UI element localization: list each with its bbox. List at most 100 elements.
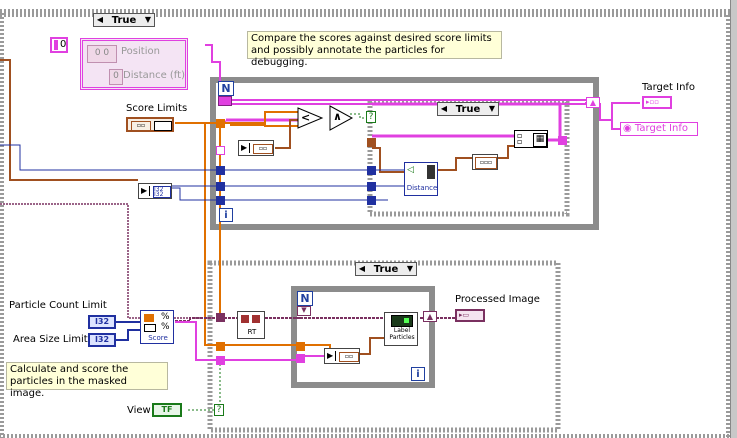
- auto-index-output-icon: ▲: [586, 97, 600, 108]
- array-bracket-icon: [154, 121, 172, 131]
- case-selector-label: True: [111, 14, 137, 26]
- case-selector-label: True: [455, 103, 481, 115]
- fixed-wire-bottom: [220, 344, 340, 353]
- dropdown-arrow-icon[interactable]: ▼: [488, 104, 496, 113]
- less-than-symbol: <: [301, 111, 311, 124]
- index-marker-icon: [54, 40, 58, 50]
- for-loop-bottom-border: [291, 286, 435, 388]
- case-selector-terminal-bottom: ?: [214, 404, 224, 416]
- tunnel-int-1: [216, 166, 225, 175]
- decrement-arrow-icon[interactable]: ◀: [440, 104, 448, 113]
- input-stack-icon: ▫▫: [517, 131, 523, 146]
- distance-subvi[interactable]: ◁ Distance: [404, 162, 438, 196]
- image-icon: [252, 315, 260, 323]
- tunnel-fixed-loop: [296, 342, 305, 351]
- and-symbol: ∧: [333, 110, 342, 123]
- int-wire-1: [0, 144, 220, 171]
- image-wire: [0, 203, 220, 319]
- unbundle-node-bottom[interactable]: ▶ ▫▫: [324, 348, 360, 364]
- tunnel-inner-out: [558, 136, 567, 145]
- target-info-property-label: Target Info: [634, 123, 688, 134]
- percent-icon: %: [161, 322, 170, 332]
- target-info-label: Target Info: [642, 82, 696, 93]
- tunnel-fixed: [216, 119, 225, 128]
- comment-bottom: Calculate and score the particles in the…: [6, 362, 168, 399]
- distance-label: Distance (ft): [123, 70, 185, 81]
- processed-image-indicator[interactable]: ▸▭: [455, 309, 485, 322]
- position-label: Position: [121, 46, 160, 57]
- loop-count-N-icon: N: [297, 291, 313, 306]
- score-subvi[interactable]: % % Score: [140, 310, 174, 344]
- rt-subvi[interactable]: RT: [237, 311, 265, 339]
- brown-wire-left: [0, 59, 138, 181]
- area-size-limit-control[interactable]: I32: [88, 333, 116, 347]
- case-selector-terminal: ?: [366, 111, 376, 123]
- cluster-constant[interactable]: 0 0 Position 0 Distance (ft): [80, 38, 188, 90]
- arrow-right-icon: ▶: [241, 143, 250, 153]
- score-limits-control[interactable]: ▫▫: [126, 117, 174, 132]
- distance-value[interactable]: 0: [109, 69, 123, 85]
- int-wire-2: [172, 185, 222, 201]
- case-selector-main[interactable]: ◀ True ▼: [93, 13, 155, 27]
- label-particles-subvi[interactable]: Label Particles: [384, 312, 418, 346]
- boolean-wire-view: [188, 360, 221, 411]
- loop-iteration-i-icon: i: [411, 367, 425, 381]
- tunnel-int-3: [216, 196, 225, 205]
- percent-icon: %: [161, 312, 170, 322]
- loop-count-N-icon: N: [218, 81, 234, 96]
- image-icon: [241, 315, 249, 323]
- array-index-box[interactable]: 0: [50, 37, 68, 53]
- target-info-indicator-terminal[interactable]: ▸▫▫: [642, 96, 672, 109]
- label-particles-subvi-label: Label Particles: [389, 327, 415, 341]
- index-tunnel-icon: ▼: [297, 306, 311, 316]
- rt-subvi-label: RT: [247, 328, 257, 336]
- particle-count-limit-control[interactable]: I32: [88, 315, 116, 329]
- decrement-arrow-icon[interactable]: ◀: [358, 264, 366, 273]
- cluster-icon: ▫▫: [253, 144, 273, 154]
- tunnel-fixed-bottom: [216, 342, 225, 351]
- score-swatch-icon: [144, 314, 154, 322]
- view-boolean-control[interactable]: TF: [152, 403, 182, 417]
- build-array-node[interactable]: ▫▫ ▦: [514, 130, 548, 148]
- tunnel-cluster: [216, 146, 225, 155]
- tunnel-cluster-bottom: [216, 356, 225, 365]
- dropdown-arrow-icon[interactable]: ▼: [144, 15, 152, 24]
- distance-subvi-label: Distance: [406, 184, 438, 192]
- case-selector-inner[interactable]: ◀ True ▼: [437, 102, 499, 116]
- display-icon: [391, 315, 413, 327]
- window-right-border: [730, 0, 737, 438]
- auto-index-output-icon: ▲: [423, 311, 437, 322]
- bundle-node-inner[interactable]: ▫▫▫: [472, 154, 498, 170]
- comment-top: Compare the scores against desired score…: [247, 31, 502, 68]
- particle-count-limit-label: Particle Count Limit: [9, 300, 107, 311]
- target-info-property-node[interactable]: ◉ Target Info: [620, 122, 698, 136]
- case-selector-bottom[interactable]: ◀ True ▼: [355, 262, 417, 276]
- globe-icon: ◉: [623, 123, 632, 134]
- score-limits-label: Score Limits: [126, 103, 188, 114]
- decrement-arrow-icon[interactable]: ◀: [96, 15, 104, 24]
- dropdown-arrow-icon[interactable]: ▼: [406, 264, 414, 273]
- score-subvi-label: Score: [148, 334, 168, 342]
- position-value[interactable]: 0 0: [87, 45, 117, 63]
- unbundle-node[interactable]: ▶ ▫▫: [238, 140, 274, 156]
- inner-case-frame-border: [367, 99, 570, 217]
- processed-image-label: Processed Image: [455, 294, 540, 305]
- arrow-right-icon: ▶: [327, 351, 336, 361]
- tunnel-cluster-loop: [296, 354, 305, 363]
- box-icon: [144, 324, 156, 332]
- loop-iteration-i-icon: i: [219, 208, 233, 222]
- area-size-limit-label: Area Size Limit: [13, 334, 88, 345]
- brown-wire-distance: [372, 147, 472, 173]
- cluster-icon: ▫▫: [131, 121, 151, 131]
- index-tunnel-icon: [218, 96, 232, 106]
- tunnel-inner-int-2: [367, 182, 376, 191]
- arrow-right-icon: ▶: [141, 186, 150, 196]
- tunnel-inner-brown: [367, 138, 376, 147]
- cluster-icon: ▫▫▫: [475, 157, 497, 169]
- signal-icon: ◁: [407, 165, 414, 175]
- view-label: View: [127, 405, 151, 416]
- tunnel-inner-int-1: [367, 166, 376, 175]
- cluster-icon: ▫▫: [339, 352, 359, 362]
